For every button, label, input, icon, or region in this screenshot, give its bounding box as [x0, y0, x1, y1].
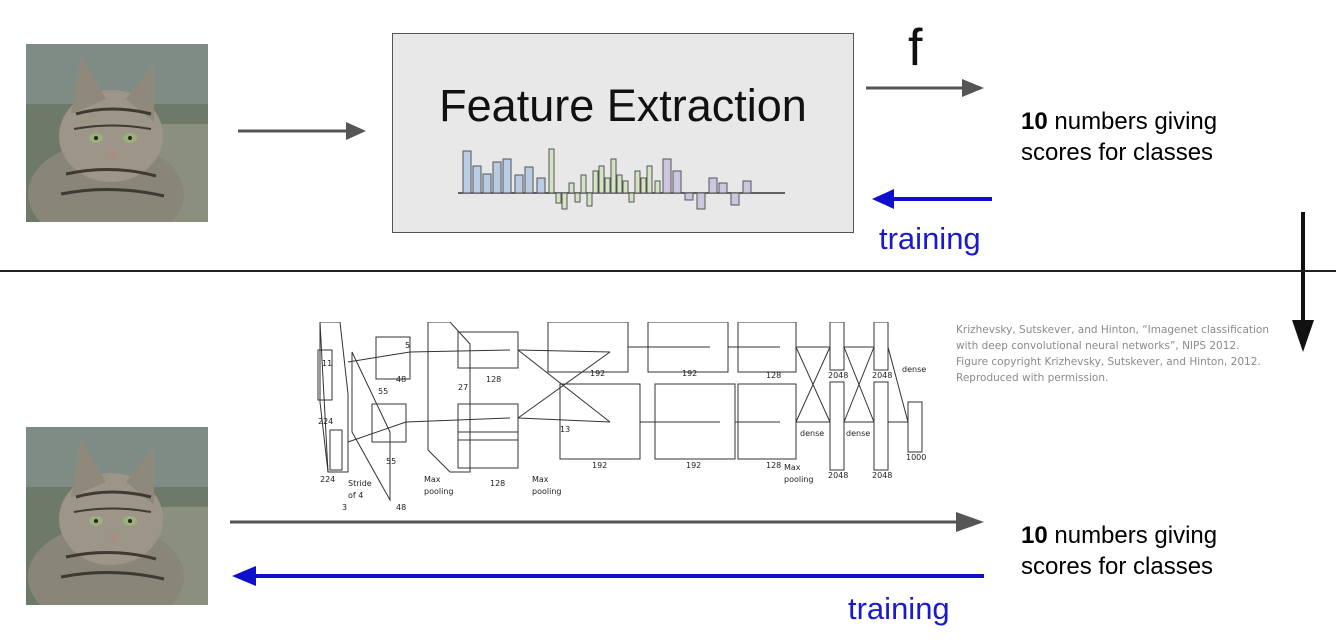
cnn-label-of4: of 4	[348, 491, 363, 500]
cnn-label-192c: 192	[682, 369, 697, 378]
cnn-label-dense3: dense	[902, 365, 926, 374]
cnn-label-1000: 1000	[906, 453, 926, 462]
citation-line-1: Krizhevsky, Sutskever, and Hinton, “Imag…	[956, 324, 1270, 336]
cnn-label-max2: Max	[532, 475, 549, 484]
output-line2-top: scores for classes	[1021, 139, 1214, 166]
cat-photo-top	[26, 44, 208, 222]
cnn-label-pooling3: pooling	[784, 475, 813, 484]
citation-line-3: Figure copyright Krizhevsky, Sutskever, …	[956, 356, 1261, 368]
cnn-label-27: 27	[458, 383, 468, 392]
cnn-label-2048b: 2048	[872, 371, 892, 380]
cnn-label-55: 55	[378, 387, 388, 396]
cnn-label-2048a: 2048	[828, 371, 848, 380]
cnn-label-stride: Stride	[348, 479, 372, 488]
cnn-label-max3: Max	[784, 463, 801, 472]
cnn-label-dense1: dense	[800, 429, 824, 438]
feature-extraction-title: Feature Extraction	[439, 80, 807, 131]
training-label-top: training	[879, 221, 981, 256]
cnn-label-13: 13	[560, 425, 570, 434]
output-count-bottom: 10	[1021, 522, 1048, 549]
cnn-label-48: 48	[396, 375, 406, 384]
cnn-label-55b: 55	[386, 457, 396, 466]
function-label: f	[908, 19, 923, 77]
output-arrow-top	[866, 79, 984, 97]
cnn-label-3: 3	[342, 503, 347, 512]
output-text-top: 10 numbers giving scores for classes	[1021, 106, 1217, 168]
cnn-label-pooling: pooling	[424, 487, 453, 496]
training-arrow-bottom	[232, 566, 984, 586]
cnn-label-dense2: dense	[846, 429, 870, 438]
output-line2-bottom: scores for classes	[1021, 553, 1214, 580]
cnn-label-2048c: 2048	[828, 471, 848, 480]
alexnet-diagram: 11 224 224 3 Stride of 4 5 55 55 48 48 M…	[317, 322, 926, 512]
output-line1-top: numbers giving	[1047, 108, 1218, 135]
cnn-label-5: 5	[405, 341, 410, 350]
cnn-label-max: Max	[424, 475, 441, 484]
cnn-label-11: 11	[322, 359, 332, 368]
output-text-bottom: 10 numbers giving scores for classes	[1021, 520, 1217, 582]
cnn-label-192b: 192	[592, 461, 607, 470]
citation-text: Krizhevsky, Sutskever, and Hinton, “Imag…	[956, 322, 1270, 386]
cnn-label-192d: 192	[686, 461, 701, 470]
training-arrow-top	[872, 189, 992, 209]
cnn-label-128d: 128	[766, 461, 781, 470]
down-arrow	[1292, 212, 1314, 352]
section-divider	[0, 270, 1336, 272]
cat-photo-bottom	[26, 427, 208, 605]
cnn-label-48b: 48	[396, 503, 406, 512]
cnn-label-128: 128	[486, 375, 501, 384]
cnn-label-2048d: 2048	[872, 471, 892, 480]
cnn-label-224b: 224	[320, 475, 335, 484]
cnn-label-128b: 128	[490, 479, 505, 488]
citation-line-2: with deep convolutional neural networks”…	[956, 340, 1240, 352]
forward-arrow-bottom	[230, 512, 984, 532]
output-line1-bottom: numbers giving	[1047, 522, 1218, 549]
input-arrow-top	[238, 122, 366, 140]
cnn-label-pooling2: pooling	[532, 487, 561, 496]
cnn-label-192: 192	[590, 369, 605, 378]
cnn-label-128c: 128	[766, 371, 781, 380]
cnn-label-224: 224	[318, 417, 333, 426]
training-label-bottom: training	[848, 591, 950, 626]
feature-histogram	[458, 148, 785, 210]
citation-line-4: Reproduced with permission.	[956, 372, 1109, 384]
output-count-top: 10	[1021, 108, 1048, 135]
feature-extraction-box: Feature Extraction	[392, 33, 854, 233]
